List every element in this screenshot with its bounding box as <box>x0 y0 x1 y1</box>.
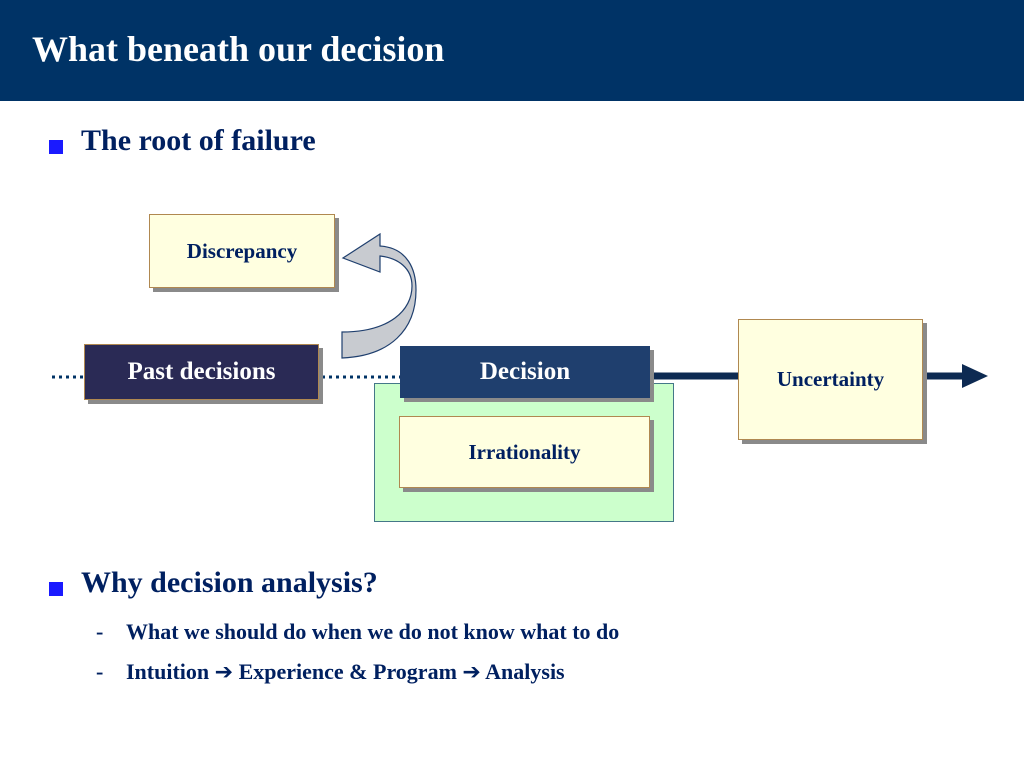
bullet-square-icon <box>49 582 63 596</box>
text-intuition: Intuition <box>126 659 210 684</box>
slide-title: What beneath our decision <box>32 29 445 69</box>
bullet-square-icon <box>49 140 63 154</box>
past-decisions-box: Past decisions <box>84 344 319 400</box>
section-heading-root-of-failure: The root of failure <box>81 124 316 157</box>
uncertainty-box: Uncertainty <box>738 319 923 440</box>
title-bar: What beneath our decision <box>0 0 1024 101</box>
section-heading-why-decision-analysis: Why decision analysis? <box>81 566 378 599</box>
text-experience-program: Experience & Program <box>238 659 457 684</box>
decision-box: Decision <box>400 346 650 398</box>
discrepancy-box: Discrepancy <box>149 214 335 288</box>
list-dash: - <box>96 659 104 684</box>
right-arrow-icon: ➔ <box>214 660 234 685</box>
list-dash: - <box>96 619 104 644</box>
list-item-intuition-experience-analysis: Intuition ➔ Experience & Program ➔ Analy… <box>126 659 565 685</box>
right-arrow-icon: ➔ <box>462 660 481 685</box>
irrationality-box: Irrationality <box>399 416 650 488</box>
curved-feedback-arrow-icon <box>341 232 417 359</box>
text-analysis: Analysis <box>485 659 565 684</box>
timeline-arrowhead-icon <box>962 364 988 388</box>
list-item-what-we-should-do: What we should do when we do not know wh… <box>126 619 620 644</box>
